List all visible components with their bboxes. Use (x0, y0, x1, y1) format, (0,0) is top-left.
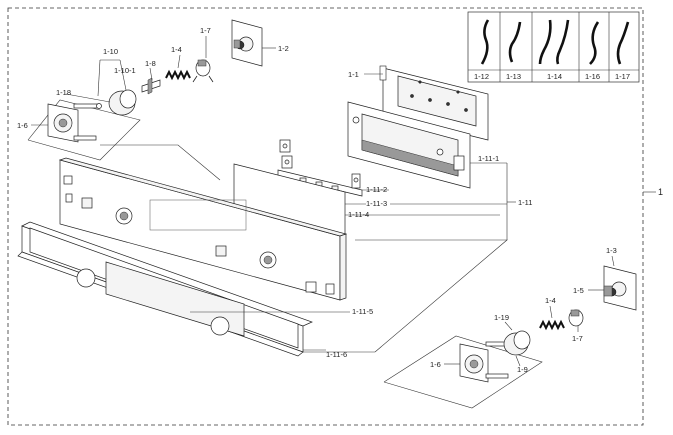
harness-label-1-17: 1-17 (615, 72, 630, 81)
label-1-6-left: 1-6 (17, 121, 28, 130)
knob-1-9 (503, 330, 531, 356)
label-1-4-right: 1-4 (545, 296, 556, 305)
label-1-2: 1-2 (278, 44, 289, 53)
label-1-11: 1-11 (518, 198, 532, 207)
spring-1-4-right (539, 319, 565, 331)
label-1-8: 1-8 (145, 59, 156, 68)
label-1-3: 1-3 (606, 246, 617, 255)
label-1-6-right: 1-6 (430, 360, 441, 369)
encoder-1-3 (603, 265, 637, 311)
clip-strip-1-11-2 (277, 139, 363, 197)
harness-1-14b (556, 19, 570, 65)
knob-1-18 (108, 89, 137, 116)
label-1-11-6: 1-11-6 (326, 350, 347, 359)
label-1-10: 1-10 (103, 47, 118, 56)
label-1-11-2: 1-11-2 (366, 185, 387, 194)
harness-1-16 (589, 21, 600, 65)
encoder-1-2 (231, 19, 263, 67)
harness-1-17 (616, 21, 630, 65)
harness-table: 1-12 1-13 1-14 1-16 1-17 (467, 11, 640, 83)
pcb-board-1-1 (379, 65, 489, 141)
label-1-10-1: 1-10-1 (114, 66, 136, 75)
label-1-19: 1-19 (494, 313, 509, 322)
label-1-11-3: 1-11-3 (366, 199, 387, 208)
label-1-5: 1-5 (573, 286, 584, 295)
label-1-18: 1-18 (56, 88, 71, 97)
label-1-7-right: 1-7 (572, 334, 583, 343)
label-1: 1 (658, 187, 663, 197)
assembly-boundary (7, 7, 644, 426)
shaft-1-7-left (192, 59, 214, 83)
spring-1-4-left (165, 69, 191, 81)
label-1-11-5: 1-11-5 (352, 307, 373, 316)
harness-label-1-14: 1-14 (547, 72, 562, 81)
label-1-11-1: 1-11-1 (478, 154, 499, 163)
control-panel-frame (58, 157, 348, 301)
clip-1-8 (141, 77, 161, 95)
harness-label-1-12: 1-12 (474, 72, 489, 81)
harness-1-12 (480, 19, 490, 65)
knob-bracket-1-6-left (47, 103, 102, 143)
label-1-9: 1-9 (517, 365, 528, 374)
harness-1-14a (538, 19, 552, 65)
display-frame-1-11-1 (347, 101, 471, 189)
knob-bracket-1-6-right (459, 341, 514, 383)
front-panel-1-11-6 (17, 221, 313, 357)
label-1-1: 1-1 (348, 70, 359, 79)
shaft-1-7-right (568, 309, 584, 327)
label-1-4-left: 1-4 (171, 45, 182, 54)
label-1-7-left: 1-7 (200, 26, 211, 35)
harness-label-1-13: 1-13 (506, 72, 521, 81)
label-1-11-4: 1-11-4 (348, 210, 369, 219)
harness-label-1-16: 1-16 (585, 72, 600, 81)
harness-1-13 (508, 21, 522, 63)
